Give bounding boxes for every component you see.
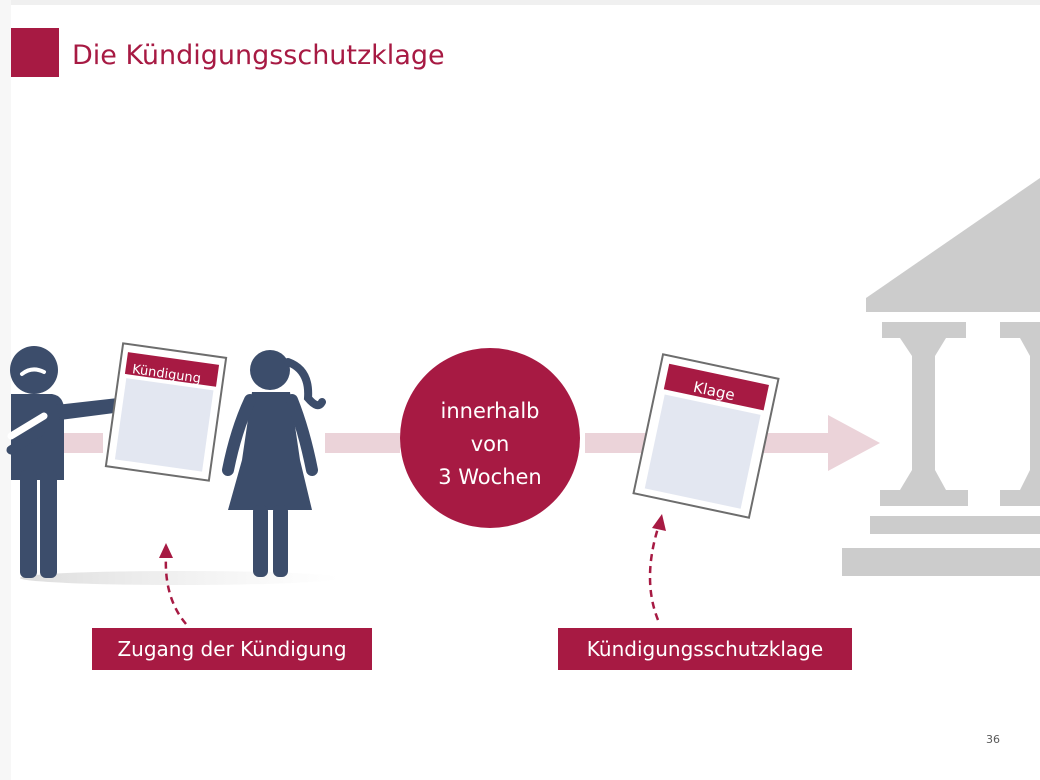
floor-shadow bbox=[20, 571, 340, 585]
receipt-label: Zugang der Kündigung bbox=[92, 628, 372, 670]
timeline-arrow bbox=[18, 415, 880, 471]
page-number: 36 bbox=[986, 733, 1000, 746]
lawsuit-document-icon bbox=[632, 353, 780, 519]
left-border bbox=[0, 0, 11, 780]
deadline-line-3: 3 Wochen bbox=[438, 465, 542, 489]
arrow-icon bbox=[828, 415, 880, 471]
title-accent-square bbox=[11, 28, 59, 77]
slide-title: Die Kündigungsschutzklage bbox=[72, 40, 445, 71]
notice-document-icon bbox=[104, 342, 228, 482]
employer-person-icon bbox=[6, 346, 124, 578]
top-border bbox=[0, 0, 1040, 5]
deadline-line-2: von bbox=[470, 432, 510, 456]
pointer-arrow-receipt bbox=[159, 543, 187, 625]
employee-woman-icon bbox=[222, 350, 326, 577]
courthouse-icon bbox=[842, 178, 1040, 576]
pointer-arrow-lawsuit bbox=[648, 514, 666, 621]
lawsuit-label: Kündigungsschutzklage bbox=[558, 628, 852, 670]
deadline-text: innerhalb von 3 Wochen bbox=[400, 395, 580, 494]
deadline-circle bbox=[400, 348, 580, 528]
deadline-line-1: innerhalb bbox=[440, 399, 540, 423]
